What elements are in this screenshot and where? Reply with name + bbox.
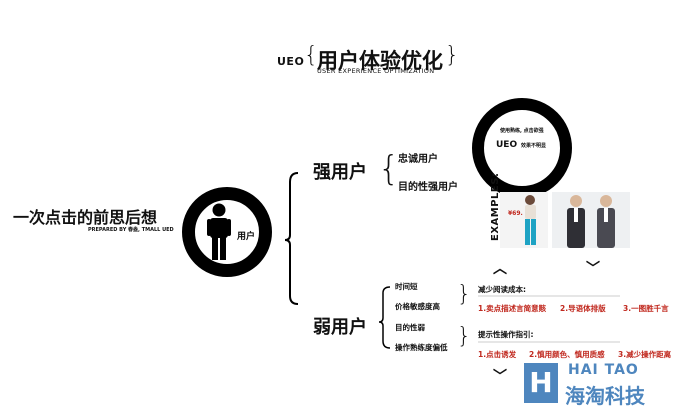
group2-item-2: 2.慎用颜色、慎用质感 bbox=[529, 350, 605, 359]
group1-title: 减少阅读成本: bbox=[478, 285, 526, 294]
root-question: 一次点击的前思后想 bbox=[13, 208, 158, 227]
down-chevron-icon: ﹀ bbox=[586, 261, 600, 277]
strong-bubble-ueo: UEO bbox=[496, 140, 518, 150]
prepared-by: PREPARED BY 春盎, TMALL UED bbox=[88, 227, 174, 233]
weak-trait-short-time: 时间短 bbox=[395, 282, 418, 291]
group2-item-1: 1.点击诱发 bbox=[478, 350, 517, 359]
strong-bubble-line3: 效果不明显 bbox=[521, 143, 547, 149]
person-icon bbox=[207, 203, 231, 260]
weak-group1-brace: } bbox=[457, 282, 471, 307]
example-photo-men[interactable] bbox=[552, 192, 630, 248]
main-branch-bracket bbox=[284, 172, 299, 305]
group1-item-2: 2.导语体排版 bbox=[560, 304, 606, 313]
group2-item-3: 3.减少操作距离 bbox=[618, 350, 672, 359]
weak-trait-weak-purpose: 目的性弱 bbox=[395, 323, 425, 332]
strong-bubble-line1: 使用熟练, 点击欲强 bbox=[500, 128, 544, 134]
person-label: 用户 bbox=[237, 232, 256, 242]
header-brace-close: } bbox=[445, 43, 459, 68]
group1-item-3: 3.一图胜千言 bbox=[623, 304, 669, 313]
watermark-logo-icon: H bbox=[524, 363, 558, 403]
up-chevron-icon: ︿ bbox=[493, 261, 507, 277]
group2-title: 提示性操作指引: bbox=[478, 330, 534, 339]
weak-group2-brace: } bbox=[457, 324, 471, 349]
weak-trait-low-skill: 操作熟练度偏低 bbox=[395, 343, 448, 352]
bottom-down-chevron-icon: ﹀ bbox=[493, 369, 507, 385]
weak-users-title: 弱用户 bbox=[313, 317, 367, 338]
header-ueo-prefix: UEO bbox=[277, 55, 305, 68]
example-price: ¥69. bbox=[508, 210, 523, 217]
strong-brace: { bbox=[378, 149, 400, 189]
example-photo-woman[interactable] bbox=[500, 192, 548, 248]
strong-item-loyal: 忠诚用户 bbox=[398, 154, 438, 165]
header-brace-open: { bbox=[304, 43, 318, 68]
strong-item-purposeful: 目的性强用户 bbox=[398, 182, 458, 193]
group1-item-1: 1.卖点描述言简意赅 bbox=[478, 304, 547, 313]
weak-trait-price-sensitive: 价格敏感度高 bbox=[395, 302, 440, 311]
weak-trait-bracket bbox=[378, 286, 391, 349]
woman-figure-icon bbox=[525, 195, 536, 245]
watermark-cn: 海淘科技 bbox=[565, 384, 645, 408]
watermark-en: HAI TAO bbox=[568, 362, 639, 378]
men-figures-icon bbox=[567, 195, 615, 248]
header-subtitle: USER EXPERIENCE OPTIMIZATION bbox=[317, 67, 435, 75]
header-title: 用户体验优化 bbox=[317, 49, 443, 73]
strong-users-title: 强用户 bbox=[313, 162, 367, 183]
